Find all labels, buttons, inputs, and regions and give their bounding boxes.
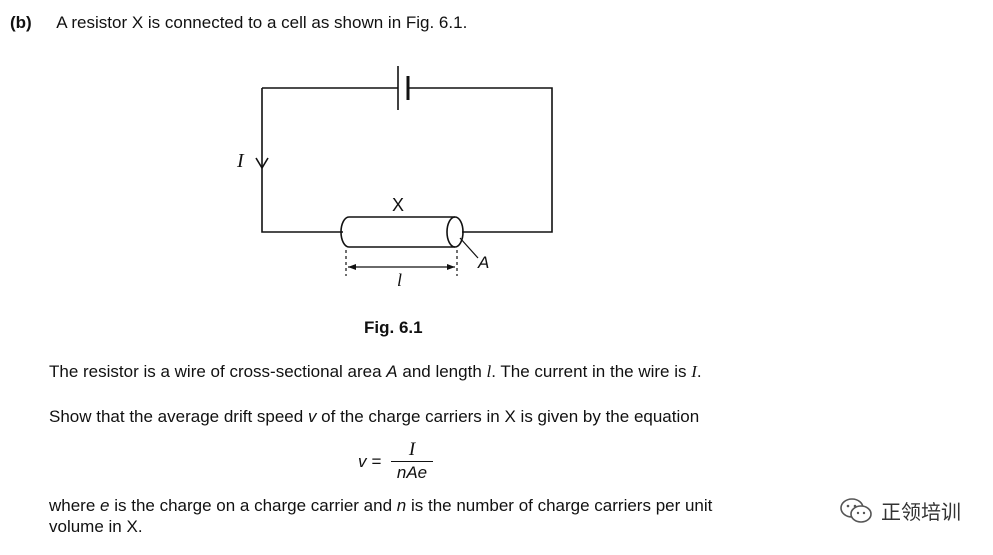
text-run: of the charge carriers in X is given by … [316,407,700,426]
symbol-number-density: n [396,496,407,515]
text-run: is the number of charge carriers per uni… [406,496,713,515]
question-intro-line: (b) A resistor X is connected to a cell … [10,13,467,33]
wechat-logo-icon [840,497,872,523]
wire-top-right [408,87,553,233]
symbol-drift-speed: v [307,407,317,426]
equation-lhs-text: v = [358,452,382,471]
part-label: (b) [10,13,32,32]
body-line-1: The resistor is a wire of cross-sectiona… [49,362,702,382]
length-arrow-left-icon [348,264,356,270]
current-label: I [237,150,244,172]
text-run: where [49,496,101,515]
symbol-charge: e [100,496,110,515]
length-arrow-right-icon [447,264,455,270]
symbol-area: A [386,362,398,381]
area-pointer [459,237,479,259]
equation-numerator: I [408,439,416,460]
resistor-body-edges [349,216,455,248]
resistor-right-end [446,216,464,248]
length-label: l [397,270,403,290]
intro-text: A resistor X is connected to a cell as s… [56,13,468,32]
body-line-4: volume in X. [49,517,143,536]
symbol-current: I [691,362,697,381]
equation-denominator: nAe [396,463,428,482]
text-run: . [696,362,702,381]
watermark: 正领培训 [839,496,961,525]
wire-left [261,88,343,233]
resistor-left-end [340,216,350,248]
text-run: is the charge on a charge carrier and [109,496,397,515]
watermark-text: 正领培训 [881,500,961,524]
symbol-length: l [486,362,492,381]
equation-fraction: I nAe [391,440,433,482]
current-arrow-icon [255,157,269,170]
equation-lhs: v = [358,452,381,472]
body-line-2: Show that the average drift speed v of t… [49,407,699,427]
text-run: . The current in the wire is [491,362,692,381]
figure-caption: Fig. 6.1 [364,318,423,337]
text-run: Show that the average drift speed [49,407,308,426]
resistor-label: X [392,195,405,215]
text-run: and length [397,362,487,381]
body-line-3: where e is the charge on a charge carrie… [49,496,712,516]
text-run: The resistor is a wire of cross-sectiona… [49,362,387,381]
area-label: A [478,253,490,272]
fraction-bar [391,461,433,462]
